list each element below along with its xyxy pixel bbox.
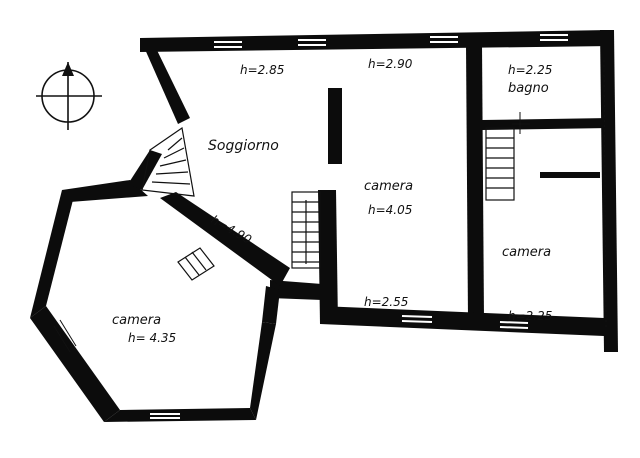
room-label-bagno: bagno xyxy=(508,81,549,96)
compass-icon xyxy=(36,62,102,130)
room-label-camera-right: camera xyxy=(502,245,551,260)
staircase-center xyxy=(291,191,321,269)
height-label-bagno: h=2.25 xyxy=(508,63,552,77)
staircase-left xyxy=(141,126,195,197)
height-label-left-room: h= 4.35 xyxy=(128,331,176,345)
height-label-center: h=4.05 xyxy=(368,203,412,217)
room-label-camera-center: camera xyxy=(364,179,413,194)
staircase-bagno xyxy=(485,127,515,201)
room-label-soggiorno: Soggiorno xyxy=(208,138,279,154)
height-label-top-left: h=2.85 xyxy=(240,63,284,77)
windows xyxy=(150,34,568,419)
height-label-bottom-right: h=2.25 xyxy=(508,309,552,323)
door-lines xyxy=(53,59,607,353)
room-label-camera-left: camera xyxy=(112,313,161,328)
height-label-top-mid: h=2.90 xyxy=(368,57,413,71)
stair-step-block xyxy=(177,247,215,281)
height-label-bottom-mid: h=2.55 xyxy=(364,295,408,309)
